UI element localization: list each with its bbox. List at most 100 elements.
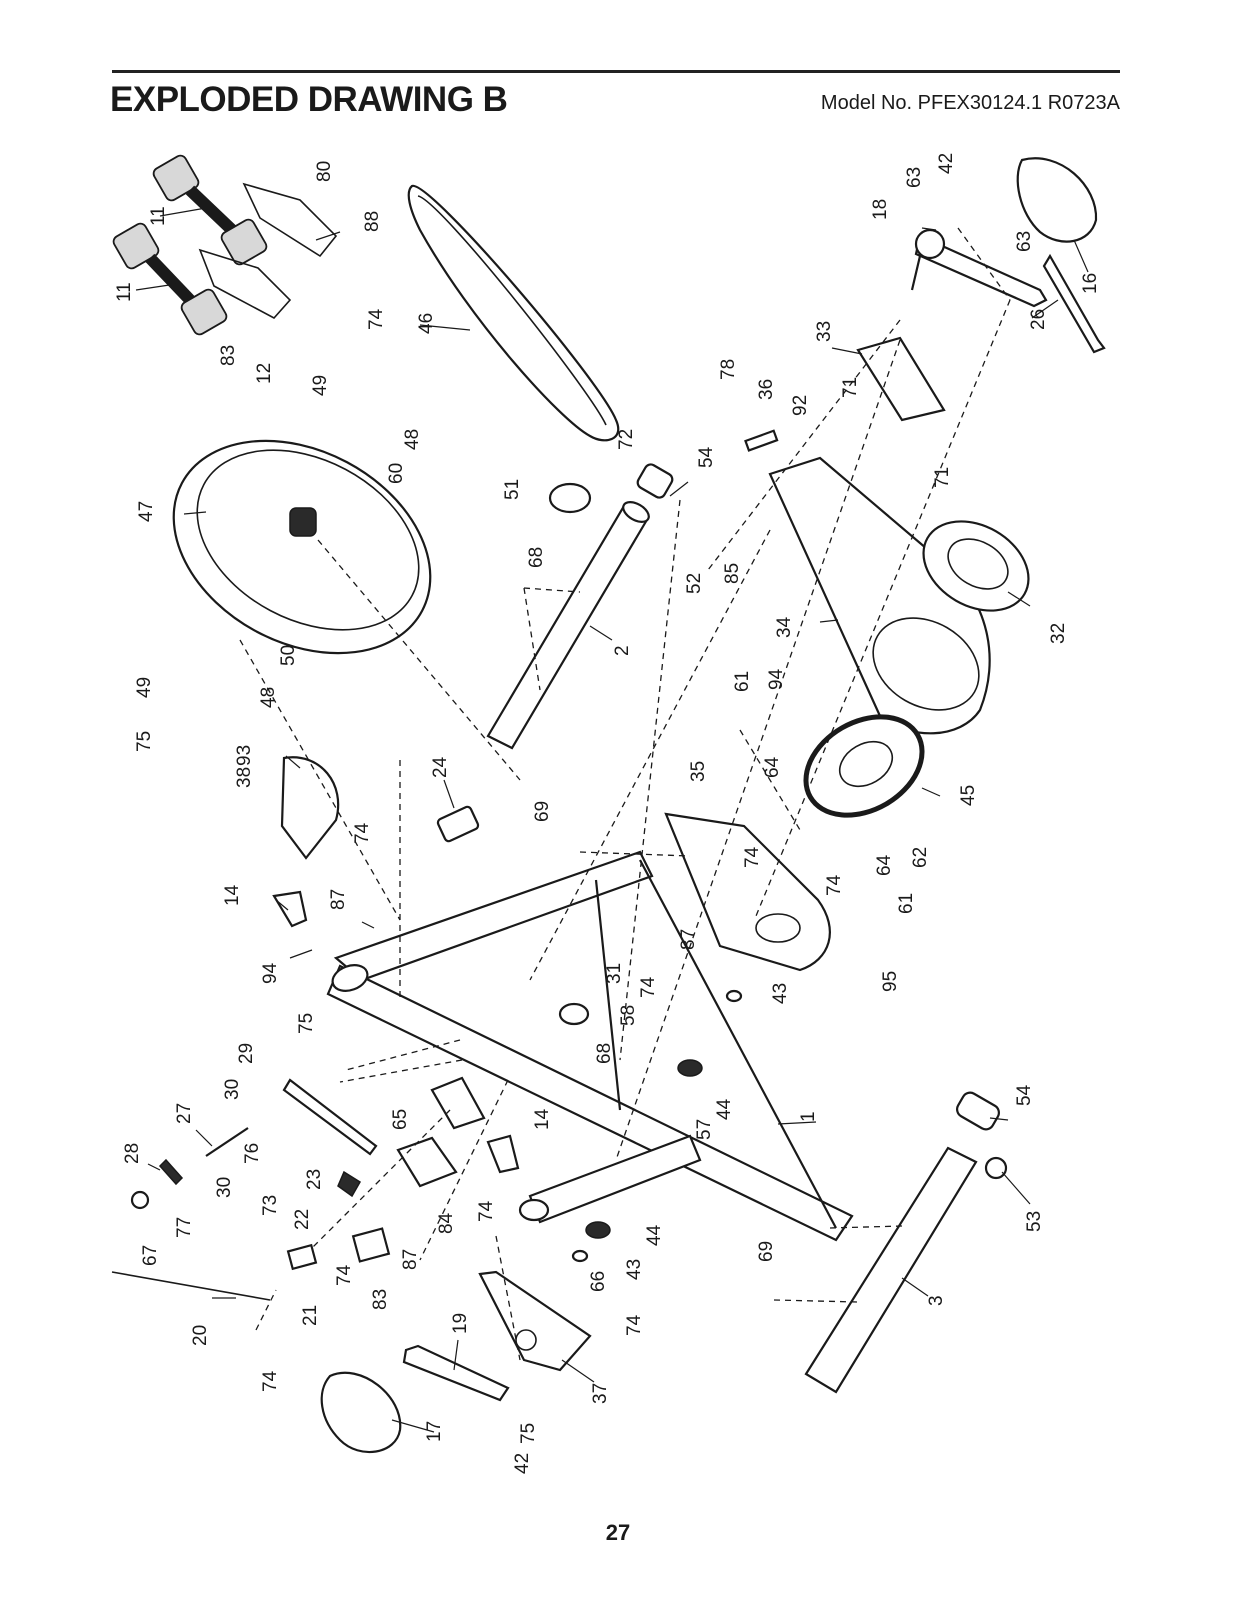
callout: 57 (694, 1119, 715, 1140)
callout: 31 (604, 963, 625, 984)
callout: 33 (814, 321, 835, 342)
bearing-44-lower (585, 1221, 611, 1239)
callout: 74 (352, 822, 373, 844)
crank-arm-19 (402, 1344, 510, 1402)
ring-32 (922, 520, 1030, 612)
callout: 34 (774, 616, 795, 638)
callout: 74 (334, 1264, 355, 1286)
inner-guard-35 (664, 812, 831, 972)
callout: 14 (222, 884, 243, 906)
shield-cover-33 (856, 336, 946, 422)
callout: 52 (684, 573, 705, 594)
dumbbell-holder-92 (242, 182, 338, 258)
callout: 94 (766, 668, 787, 690)
callout: 11 (114, 282, 135, 302)
spring-22 (337, 1170, 362, 1198)
callout: 78 (718, 359, 739, 380)
callout: 21 (300, 1305, 321, 1326)
callout: 62 (910, 847, 931, 868)
lever-23 (282, 1078, 378, 1156)
part-84 (351, 1227, 391, 1263)
callout: 27 (174, 1103, 195, 1124)
callout: 43 (624, 1259, 645, 1280)
callout: 74 (742, 846, 763, 868)
ring-43-upper (725, 989, 743, 1003)
callout: 74 (476, 1200, 497, 1222)
leader-lines (135, 207, 1089, 1433)
callout: 44 (644, 1224, 665, 1246)
part-65 (430, 1076, 486, 1130)
page-title: EXPLODED DRAWING B (110, 80, 508, 119)
callout: 36 (756, 379, 777, 400)
callout: 87 (328, 889, 349, 910)
flywheel-47 (172, 439, 432, 655)
part-85 (396, 1136, 458, 1188)
flywheel-hub (289, 507, 317, 537)
cable-20 (111, 1271, 271, 1301)
callout: 17 (424, 1421, 445, 1442)
callout: 19 (450, 1313, 471, 1334)
callout: 71 (932, 467, 953, 488)
spring-28 (158, 1158, 184, 1186)
pedal-16 (1016, 157, 1098, 243)
callout: 48 (258, 687, 279, 708)
callout: 20 (190, 1325, 211, 1346)
callout: 69 (756, 1241, 777, 1262)
rod-27 (205, 1127, 249, 1157)
callout: 63 (904, 167, 925, 188)
callout: 46 (416, 313, 437, 334)
callout: 30 (214, 1177, 235, 1198)
model-number: Model No. PFEX30124.1 R0723A (820, 92, 1120, 114)
callout: 74 (624, 1314, 645, 1336)
callout: 49 (310, 375, 331, 396)
callout: 45 (958, 785, 979, 806)
callout: 12 (254, 363, 275, 384)
callout: 92 (790, 395, 811, 416)
dumbbell-upper (152, 154, 268, 266)
callout: 58 (618, 1005, 639, 1026)
belt-46 (407, 184, 620, 442)
callout: 43 (770, 983, 791, 1004)
pedal-strap-26 (1042, 253, 1106, 354)
callout: 83 (218, 345, 239, 366)
callout: 11 (148, 206, 169, 226)
callout: 74 (366, 308, 387, 330)
dumbbell-holder-12 (198, 248, 292, 320)
callout: 18 (870, 199, 891, 220)
bearing-44-upper (677, 1059, 703, 1077)
foot-53 (984, 1156, 1008, 1180)
callout: 83 (370, 1289, 391, 1310)
callout: 93 (234, 745, 255, 766)
callout: 74 (824, 874, 845, 896)
callout: 38 (234, 767, 255, 788)
callout: 22 (292, 1209, 313, 1230)
callout: 47 (136, 501, 157, 522)
callout: 48 (402, 429, 423, 450)
callout: 3 (926, 1295, 947, 1306)
callout: 54 (696, 446, 717, 468)
callout: 14 (532, 1108, 553, 1130)
callout: 88 (362, 211, 383, 232)
callout: 77 (174, 1217, 195, 1238)
callout: 29 (236, 1043, 257, 1064)
seat-post-2 (486, 504, 650, 750)
pulley-31 (558, 1002, 590, 1026)
callout: 28 (122, 1143, 143, 1164)
alignment-lines (239, 227, 1011, 1361)
callout: 68 (594, 1043, 615, 1064)
cap-54-upper (636, 463, 674, 499)
callout: 66 (588, 1271, 609, 1292)
header-rule (112, 70, 1120, 73)
callout: 74 (638, 976, 659, 998)
callout: 50 (278, 645, 299, 666)
callout: 35 (688, 761, 709, 782)
callout: 42 (936, 153, 957, 174)
clip-36 (744, 429, 779, 452)
pulley-45 (803, 714, 925, 818)
callout: 24 (430, 756, 451, 778)
callout: 2 (612, 645, 633, 656)
callout: 74 (260, 1370, 281, 1392)
ring-43-lower (571, 1249, 589, 1263)
callout: 53 (1024, 1211, 1045, 1232)
